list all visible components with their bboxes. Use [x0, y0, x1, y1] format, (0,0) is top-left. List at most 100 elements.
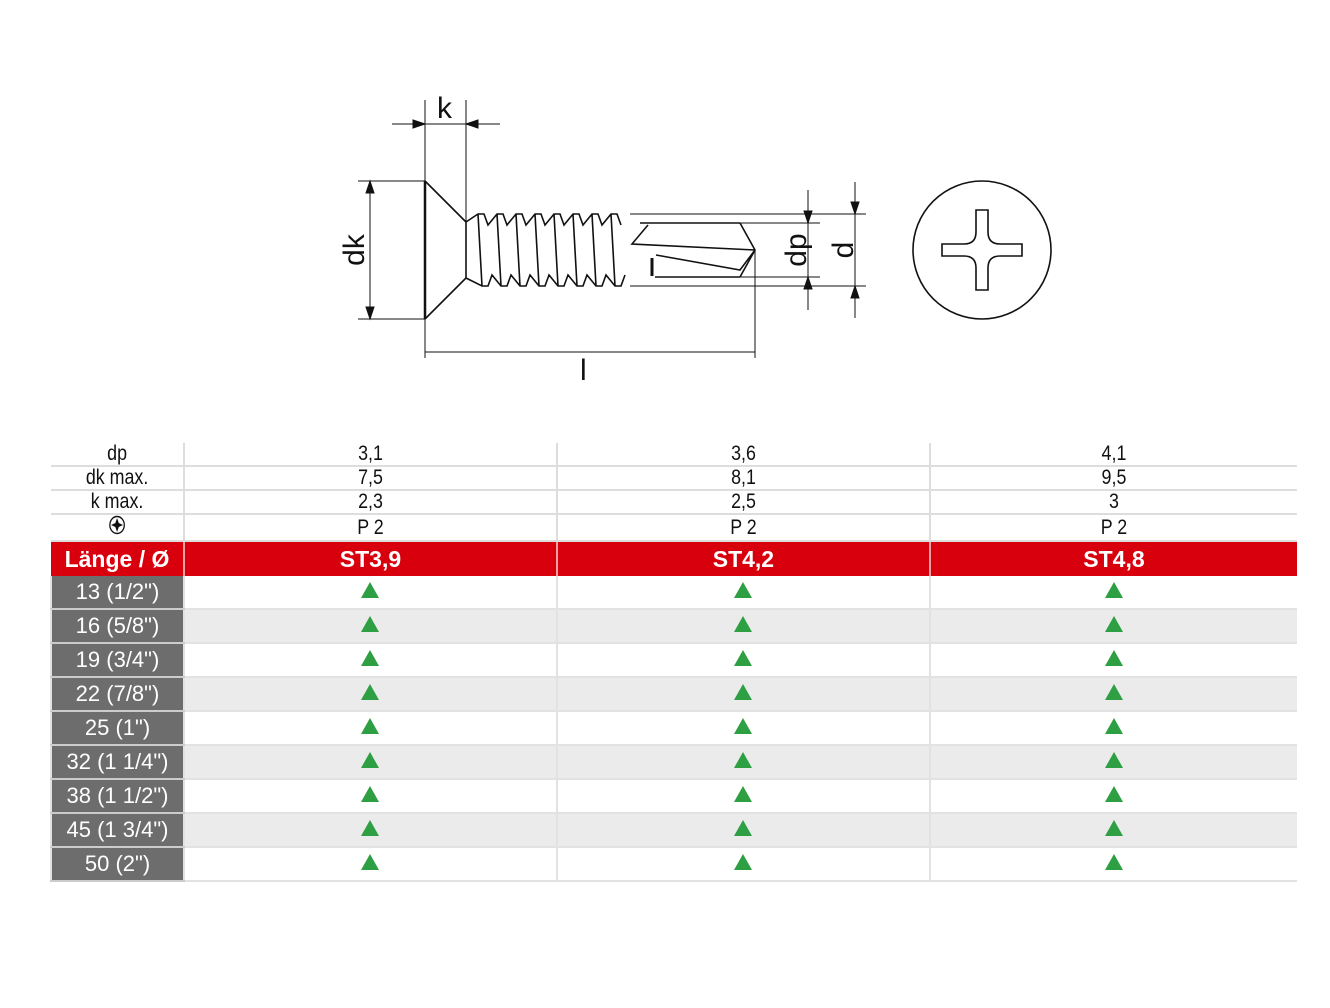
availability-cell: [555, 847, 930, 882]
length-cell: 22 (7/8"): [50, 677, 184, 712]
available-triangle-icon: [361, 683, 380, 700]
availability-cell: [183, 847, 557, 882]
available-triangle-icon: [734, 819, 753, 836]
size-header: ST4,2: [555, 541, 930, 576]
available-triangle-icon: [734, 717, 753, 734]
availability-cell: [555, 609, 930, 644]
available-triangle-icon: [361, 581, 380, 598]
length-diameter-header: Länge / Ø: [51, 541, 184, 576]
available-triangle-icon: [734, 853, 753, 870]
spec-value: 8,1: [584, 466, 902, 491]
spec-value: P 2: [584, 514, 902, 542]
phillips-drive-icon: [60, 514, 175, 542]
availability-cell: [928, 711, 1297, 746]
spec-value: 3: [956, 490, 1270, 515]
available-triangle-icon: [1104, 751, 1123, 768]
availability-cell: [928, 779, 1297, 814]
length-cell: 32 (1 1/4"): [50, 745, 184, 780]
available-triangle-icon: [1104, 615, 1123, 632]
availability-cell: [555, 745, 930, 780]
availability-cell: [928, 813, 1297, 848]
available-triangle-icon: [361, 751, 380, 768]
available-triangle-icon: [1104, 581, 1123, 598]
spec-label: k max.: [60, 490, 175, 515]
length-cell: 13 (1/2"): [50, 576, 184, 610]
table-row: 22 (7/8"): [50, 677, 1297, 712]
availability-cell: [183, 609, 557, 644]
length-cell: 16 (5/8"): [50, 609, 184, 644]
size-header: ST4,8: [928, 541, 1297, 576]
table-row: 19 (3/4"): [50, 643, 1297, 678]
available-triangle-icon: [1104, 785, 1123, 802]
dim-label-dk: dk: [338, 233, 371, 266]
spec-label: dp: [60, 443, 175, 467]
availability-cell: [183, 745, 557, 780]
availability-cell: [928, 609, 1297, 644]
screw-outline: [423, 180, 866, 320]
availability-cell: [928, 677, 1297, 712]
availability-cell: [183, 813, 557, 848]
spec-value: 7,5: [211, 466, 529, 491]
available-triangle-icon: [734, 751, 753, 768]
spec-value: 4,1: [956, 443, 1270, 467]
available-triangle-icon: [734, 581, 753, 598]
available-triangle-icon: [734, 785, 753, 802]
table-row: 25 (1"): [50, 711, 1297, 746]
available-triangle-icon: [1104, 649, 1123, 666]
availability-cell: [555, 677, 930, 712]
table-row: 16 (5/8"): [50, 609, 1297, 644]
available-triangle-icon: [361, 615, 380, 632]
spec-value: P 2: [956, 514, 1270, 542]
available-triangle-icon: [734, 683, 753, 700]
table-row: 38 (1 1/2"): [50, 779, 1297, 814]
dimension-lines: [358, 100, 860, 358]
available-triangle-icon: [1104, 853, 1123, 870]
available-triangle-icon: [1104, 819, 1123, 836]
available-triangle-icon: [734, 649, 753, 666]
availability-cell: [183, 576, 557, 610]
dim-label-d: d: [827, 242, 860, 259]
spec-value: 3,1: [211, 443, 529, 467]
availability-cell: [555, 711, 930, 746]
size-header: ST3,9: [183, 541, 557, 576]
availability-cell: [928, 745, 1297, 780]
length-cell: 50 (2"): [50, 847, 184, 882]
available-triangle-icon: [1104, 717, 1123, 734]
available-triangle-icon: [361, 853, 380, 870]
availability-cell: [183, 711, 557, 746]
availability-cell: [928, 576, 1297, 610]
availability-cell: [183, 779, 557, 814]
spec-row: P 2 P 2 P 2: [51, 514, 1297, 542]
length-cell: 45 (1 3/4"): [50, 813, 184, 848]
availability-cell: [928, 847, 1297, 882]
availability-cell: [555, 813, 930, 848]
availability-cell: [928, 643, 1297, 678]
dim-label-dp: dp: [780, 233, 813, 266]
available-triangle-icon: [361, 717, 380, 734]
available-triangle-icon: [1104, 683, 1123, 700]
phillips-cross-icon: [941, 209, 1023, 291]
table-row: 50 (2"): [50, 847, 1297, 882]
availability-cell: [555, 576, 930, 610]
screw-technical-drawing: k dk dp d l: [338, 92, 1052, 387]
spec-label: dk max.: [60, 466, 175, 491]
spec-value: P 2: [211, 514, 529, 542]
spec-value: 2,5: [584, 490, 902, 515]
available-triangle-icon: [361, 785, 380, 802]
table-row: 13 (1/2"): [50, 576, 1297, 610]
available-triangle-icon: [361, 819, 380, 836]
length-cell: 38 (1 1/2"): [50, 779, 184, 814]
available-triangle-icon: [361, 649, 380, 666]
availability-cell: [555, 643, 930, 678]
availability-cell: [183, 643, 557, 678]
table-row: 45 (1 3/4"): [50, 813, 1297, 848]
length-cell: 25 (1"): [50, 711, 184, 746]
available-triangle-icon: [734, 615, 753, 632]
length-cell: 19 (3/4"): [50, 643, 184, 678]
availability-cell: [555, 779, 930, 814]
